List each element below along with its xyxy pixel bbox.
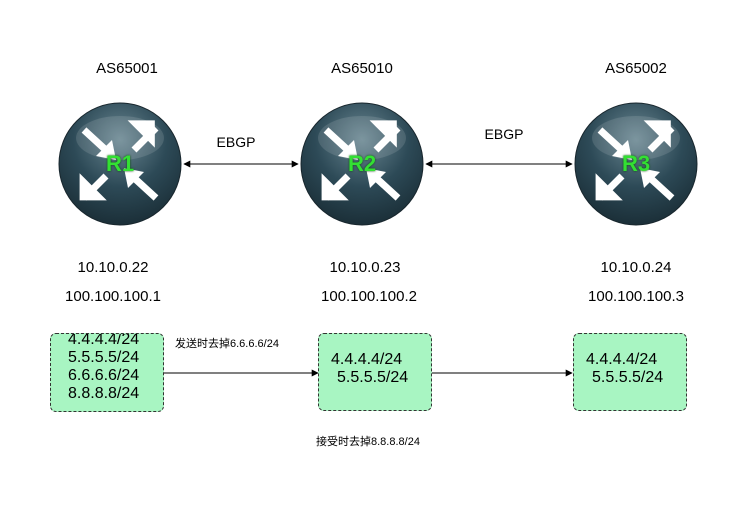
route-table-r3: 4.4.4.4/24 5.5.5.5/24 xyxy=(573,333,687,411)
router-name-r1: R1 xyxy=(105,151,135,176)
ip-label-r1-1: 10.10.0.22 xyxy=(77,259,149,276)
router-r1: R1 xyxy=(58,102,182,226)
as-label-r2: AS65010 xyxy=(331,60,393,77)
router-arrows-icon xyxy=(300,102,424,226)
route-entry: 4.4.4.4/24 xyxy=(331,351,403,368)
route-entry: 5.5.5.5/24 xyxy=(68,349,140,366)
route-table-r1: 4.4.4.4/24 5.5.5.5/24 6.6.6.6/24 8.8.8.8… xyxy=(50,333,164,412)
ip-label-r2-2: 100.100.100.2 xyxy=(321,288,417,305)
route-entry: 6.6.6.6/24 xyxy=(68,367,140,384)
ip-label-r3-1: 10.10.0.24 xyxy=(600,259,672,276)
as-label-r1: AS65001 xyxy=(96,60,158,77)
router-r2: R2 xyxy=(300,102,424,226)
ip-label-r3-2: 100.100.100.3 xyxy=(588,288,684,305)
route-entry: 5.5.5.5/24 xyxy=(337,369,409,386)
send-filter-note: 发送时去掉6.6.6.6/24 xyxy=(175,338,279,350)
link-protocol-label-1: EBGP xyxy=(216,134,256,150)
ip-label-r2-1: 10.10.0.23 xyxy=(329,259,401,276)
ip-label-r1-2: 100.100.100.1 xyxy=(65,288,161,305)
route-entry: 4.4.4.4/24 xyxy=(68,333,140,348)
as-label-r3: AS65002 xyxy=(605,60,667,77)
route-table-r2: 4.4.4.4/24 5.5.5.5/24 xyxy=(318,333,432,411)
router-name-r3: R3 xyxy=(621,151,651,176)
receive-filter-note: 接受时去掉8.8.8.8/24 xyxy=(316,436,420,448)
router-r3: R3 xyxy=(574,102,698,226)
route-entry: 5.5.5.5/24 xyxy=(592,369,664,386)
route-entry: 8.8.8.8/24 xyxy=(68,385,140,402)
router-arrows-icon xyxy=(574,102,698,226)
route-entry: 4.4.4.4/24 xyxy=(586,351,658,368)
link-protocol-label-2: EBGP xyxy=(484,126,524,142)
router-name-r2: R2 xyxy=(347,151,377,176)
router-arrows-icon xyxy=(58,102,182,226)
